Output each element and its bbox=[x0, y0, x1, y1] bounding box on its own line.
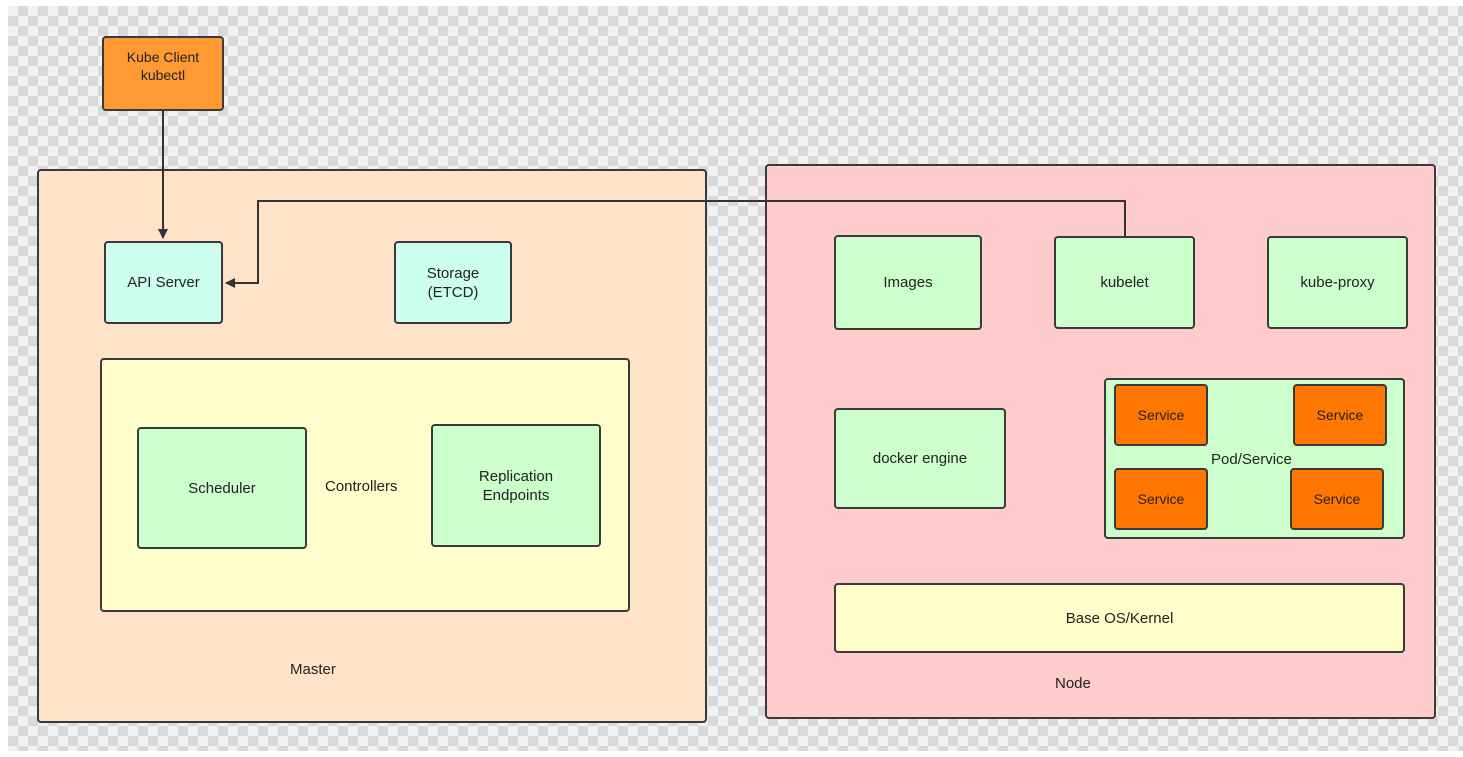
service-box-top-right[interactable]: Service bbox=[1293, 384, 1387, 446]
service-box-bottom-right[interactable]: Service bbox=[1290, 468, 1384, 530]
kube-client-label: Kube Client bbox=[126, 49, 200, 65]
images-box[interactable]: Images bbox=[834, 235, 982, 330]
etcd-label: (ETCD) bbox=[427, 283, 479, 301]
controllers-label: Controllers bbox=[325, 478, 398, 495]
storage-etcd-box[interactable]: Storage (ETCD) bbox=[394, 241, 512, 324]
endpoints-label: Endpoints bbox=[482, 486, 550, 504]
service-box-bottom-left[interactable]: Service bbox=[1114, 468, 1208, 530]
kubectl-label: kubectl bbox=[140, 67, 186, 83]
replication-endpoints-box[interactable]: Replication Endpoints bbox=[431, 424, 601, 547]
kube-proxy-box[interactable]: kube-proxy bbox=[1267, 236, 1408, 329]
docker-engine-box[interactable]: docker engine bbox=[834, 408, 1006, 509]
scheduler-box[interactable]: Scheduler bbox=[137, 427, 307, 549]
kubelet-box[interactable]: kubelet bbox=[1054, 236, 1195, 329]
api-server-box[interactable]: API Server bbox=[104, 241, 223, 324]
replication-label: Replication bbox=[478, 467, 554, 485]
base-os-kernel-box[interactable]: Base OS/Kernel bbox=[834, 583, 1405, 653]
kube-client-box[interactable]: Kube Client kubectl bbox=[102, 36, 224, 111]
pod-service-label: Pod/Service bbox=[1211, 451, 1292, 468]
service-box-top-left[interactable]: Service bbox=[1114, 384, 1208, 446]
node-label: Node bbox=[1055, 675, 1091, 692]
master-label: Master bbox=[290, 661, 336, 678]
storage-label: Storage bbox=[426, 264, 480, 282]
